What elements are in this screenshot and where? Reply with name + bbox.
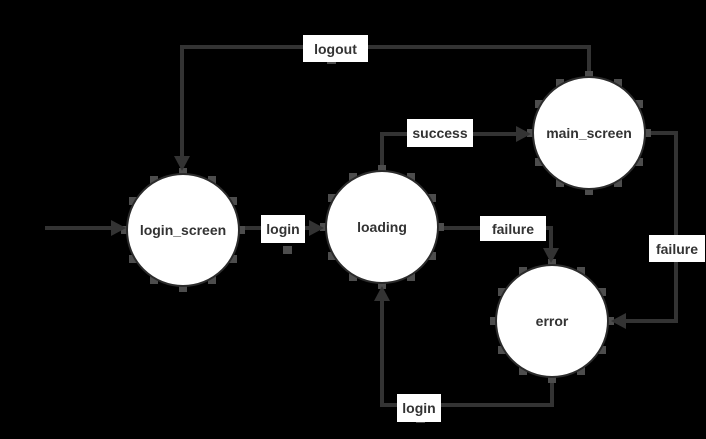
connection-port-icon	[519, 367, 527, 376]
edge-main_screen-error[interactable]	[644, 131, 678, 135]
edge-main_screen-error[interactable]	[674, 131, 678, 323]
connection-port-icon	[208, 175, 216, 184]
connection-port-icon	[229, 255, 238, 263]
arrowhead-icon	[174, 156, 190, 171]
edge-main_screen-login_screen[interactable]	[180, 45, 591, 49]
edge-label-login-bottom[interactable]: login	[397, 394, 441, 422]
arrowhead-icon	[516, 126, 531, 142]
connection-port-icon	[327, 252, 336, 260]
connection-port-icon	[534, 158, 543, 166]
edge-label-failure-mid[interactable]: failure	[480, 216, 546, 241]
state-node-main_screen[interactable]: main_screen	[532, 76, 646, 190]
connection-port-icon	[378, 281, 386, 289]
edge-label-logout[interactable]: logout	[303, 35, 368, 62]
arrowhead-icon	[374, 286, 390, 301]
connection-port-icon	[320, 223, 328, 231]
edge-main_screen-login_screen[interactable]	[587, 45, 591, 78]
state-label: error	[535, 312, 569, 329]
state-node-error[interactable]: error	[495, 264, 609, 378]
connection-port-icon	[349, 273, 357, 282]
connection-port-icon	[527, 129, 535, 137]
edge-error-loading[interactable]	[380, 403, 554, 407]
connection-port-icon	[635, 158, 644, 166]
connection-port-icon	[548, 259, 556, 267]
connection-port-icon	[556, 179, 564, 188]
connection-port-icon	[490, 317, 498, 325]
edge-label-success[interactable]: success	[407, 119, 473, 147]
label-handle	[283, 246, 292, 254]
connection-port-icon	[606, 317, 614, 325]
arrowhead-icon	[309, 220, 324, 236]
connection-port-icon	[548, 375, 556, 383]
connection-port-icon	[428, 194, 437, 202]
arrowhead-icon	[611, 313, 626, 329]
connection-port-icon	[598, 346, 607, 354]
connection-port-icon	[150, 276, 158, 285]
edge-main_screen-error[interactable]	[626, 319, 676, 323]
edge-main_screen-login_screen[interactable]	[180, 45, 184, 157]
edge-label-failure-right[interactable]: failure	[649, 235, 705, 262]
connection-port-icon	[436, 223, 444, 231]
edge-loading-main_screen[interactable]	[380, 132, 384, 172]
connection-port-icon	[179, 168, 187, 176]
connection-port-icon	[208, 276, 216, 285]
state-label: main_screen	[546, 124, 632, 141]
connection-port-icon	[577, 266, 585, 275]
edge-error-loading[interactable]	[380, 301, 384, 407]
connection-port-icon	[585, 187, 593, 195]
connection-port-icon	[237, 226, 245, 234]
connection-port-icon	[614, 179, 622, 188]
connection-port-icon	[428, 252, 437, 260]
arrowhead-icon	[111, 220, 126, 236]
connection-port-icon	[585, 71, 593, 79]
connection-port-icon	[598, 288, 607, 296]
connection-port-icon	[635, 100, 644, 108]
connection-port-icon	[229, 197, 238, 205]
edge-label-login[interactable]: login	[261, 215, 305, 243]
connection-port-icon	[407, 172, 415, 181]
state-label: login_screen	[139, 221, 227, 238]
connection-port-icon	[378, 165, 386, 173]
state-label: loading	[357, 218, 407, 235]
connection-port-icon	[179, 284, 187, 292]
connection-port-icon	[614, 78, 622, 87]
edge-error-loading[interactable]	[550, 377, 554, 407]
connection-port-icon	[128, 255, 137, 263]
connection-port-icon	[643, 129, 651, 137]
connection-port-icon	[577, 367, 585, 376]
state-node-login_screen[interactable]: login_screen	[126, 173, 240, 287]
state-node-loading[interactable]: loading	[325, 170, 439, 284]
arrowhead-icon	[543, 248, 559, 263]
connection-port-icon	[407, 273, 415, 282]
edge-start-login_screen[interactable]	[45, 226, 111, 230]
edge-loading-error[interactable]	[549, 226, 553, 251]
connection-port-icon	[497, 346, 506, 354]
